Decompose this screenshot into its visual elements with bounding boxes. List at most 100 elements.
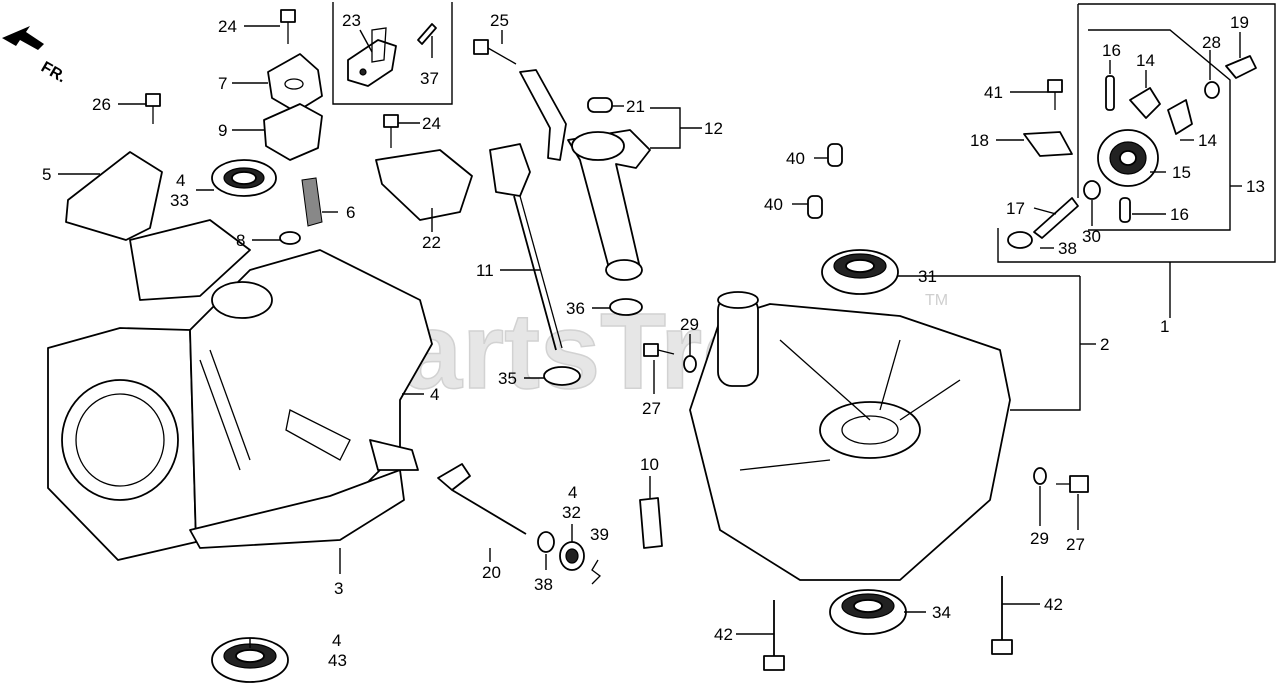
washer-28 [1204, 81, 1220, 99]
callout-12: 12 [704, 119, 723, 138]
callout-40-lower: 40 [764, 195, 783, 214]
callout-20: 20 [482, 563, 501, 582]
callout-labels: 1 2 3 4 4 4 4 5 6 7 8 9 10 11 12 13 14 1… [42, 11, 1265, 670]
leader-lines [58, 25, 1242, 648]
callout-24-middle: 24 [422, 114, 441, 133]
washer-30 [1083, 180, 1101, 200]
callout-16-upper: 16 [1102, 41, 1121, 60]
pin-39 [591, 559, 601, 585]
callout-35: 35 [498, 369, 517, 388]
callout-28: 28 [1202, 33, 1221, 52]
bolt-41 [1047, 79, 1063, 110]
callout-41: 41 [984, 83, 1003, 102]
callout-4-lower-seal: 4 [568, 483, 577, 502]
callout-18: 18 [970, 131, 989, 150]
pin-19 [1225, 55, 1257, 79]
shaft-17 [1033, 197, 1079, 239]
oil-seal-33 [211, 159, 277, 197]
callout-4-block: 4 [430, 385, 439, 404]
washer-29-left [683, 355, 697, 373]
bolt-42-left [763, 600, 785, 671]
callout-2: 2 [1100, 335, 1109, 354]
bolt-25 [473, 39, 517, 65]
callout-10: 10 [640, 455, 659, 474]
callout-11: 11 [476, 261, 494, 280]
callout-38-upper: 38 [1058, 239, 1077, 258]
pin-16-upper [1105, 75, 1115, 111]
front-direction-label: FR. [38, 59, 69, 87]
callout-31: 31 [918, 267, 937, 286]
callout-37: 37 [420, 69, 439, 88]
callout-32: 32 [562, 503, 581, 522]
cylinder-block-3 [47, 219, 433, 561]
callout-1: 1 [1160, 317, 1169, 336]
callout-39: 39 [590, 525, 609, 544]
oil-seal-32 [559, 541, 585, 571]
watermark-tm: TM [925, 292, 948, 309]
plug-8 [279, 231, 301, 245]
pin-40-lower [807, 195, 823, 219]
bearing-43 [211, 637, 289, 683]
callout-29-right: 29 [1030, 529, 1049, 548]
weight-14-left [1129, 87, 1161, 119]
callout-14-lower: 14 [1198, 131, 1217, 150]
callout-27-right: 27 [1066, 535, 1085, 554]
callout-42-left: 42 [714, 625, 733, 644]
guide-plate-5 [65, 151, 163, 241]
pin-40-upper [827, 143, 843, 167]
dipstick-11 [489, 143, 563, 351]
bearing-34 [829, 589, 907, 635]
callout-40-upper: 40 [786, 149, 805, 168]
callout-24-top: 24 [218, 17, 237, 36]
gasket-6 [301, 177, 323, 227]
callout-7: 7 [218, 74, 227, 93]
callout-36: 36 [566, 299, 585, 318]
mount-9 [263, 103, 323, 161]
bolt-27-right [1056, 475, 1089, 493]
callout-13: 13 [1246, 177, 1265, 196]
bolt-42-right [991, 576, 1013, 655]
governor-arm-20 [437, 463, 527, 535]
washer-38-upper [1007, 231, 1033, 249]
callout-16-lower: 16 [1170, 205, 1189, 224]
callout-4-bearing: 4 [332, 631, 341, 650]
callout-22: 22 [422, 233, 441, 252]
bolt-26 [145, 93, 161, 124]
weight-14-right [1167, 99, 1193, 135]
pin-16-lower [1119, 197, 1131, 223]
callout-43: 43 [328, 651, 347, 670]
callout-30: 30 [1082, 227, 1101, 246]
callout-17: 17 [1006, 199, 1025, 218]
bracket-22 [375, 149, 473, 221]
bolt-27-left [643, 343, 675, 357]
callout-19: 19 [1230, 13, 1249, 32]
o-ring-35 [543, 366, 581, 386]
callout-14-upper: 14 [1136, 51, 1155, 70]
callout-33: 33 [170, 191, 189, 210]
bracket-oil-tube [519, 69, 567, 161]
clip-10 [639, 497, 663, 549]
o-ring-36 [609, 298, 643, 316]
callout-25: 25 [490, 11, 509, 30]
callout-21: 21 [626, 97, 645, 116]
callout-15: 15 [1172, 163, 1191, 182]
governor-assembly-box [997, 3, 1276, 263]
callout-8: 8 [236, 231, 245, 250]
collar-21 [587, 97, 613, 113]
oil-filler-tube-12 [567, 129, 651, 281]
bearing-31 [821, 249, 899, 295]
callout-26: 26 [92, 95, 111, 114]
front-direction-arrow-icon: FR. [2, 26, 69, 86]
callout-6: 6 [346, 203, 355, 222]
crankcase-cover-2 [689, 291, 1011, 581]
bolt-24-top [280, 9, 296, 44]
bracket-23-box [332, 2, 453, 105]
callout-9: 9 [218, 121, 227, 140]
callout-38-lower: 38 [534, 575, 553, 594]
callout-4-seal: 4 [176, 171, 185, 190]
callout-3: 3 [334, 579, 343, 598]
callout-27-left: 27 [642, 399, 661, 418]
plate-7 [267, 53, 323, 113]
bolt-24-middle [383, 114, 399, 148]
callout-5: 5 [42, 165, 51, 184]
